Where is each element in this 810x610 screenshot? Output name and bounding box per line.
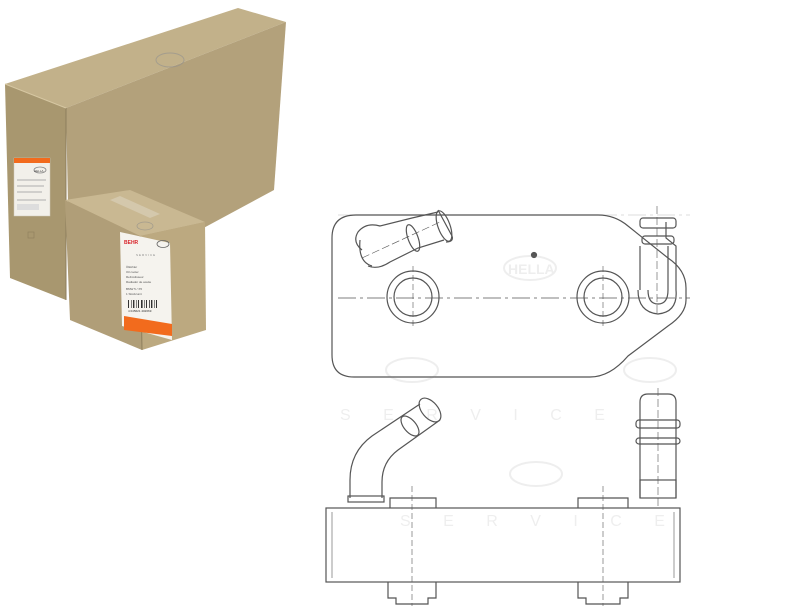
small-box-label-line: 1 Stück/unit	[126, 292, 142, 296]
service-label-text: SERVICE	[136, 253, 156, 257]
small-box-label-line: BMW 5 / X5	[126, 287, 142, 291]
watermark-service-text: S E R V I C E	[400, 513, 679, 530]
small-box-label-line: Refroidisseur	[126, 275, 144, 279]
small-box-label-line: Ölkühler	[126, 265, 137, 269]
hella-logo-icon	[155, 52, 185, 68]
hella-logo-icon	[156, 240, 170, 248]
oil-cooler-top-view-drawing	[331, 206, 690, 378]
large-box-label-logo: HELLA	[34, 169, 44, 173]
small-cardboard-box: BEHR SERVICE Ölkühler Oil cooler Refroid…	[65, 190, 206, 351]
oil-cooler-side-view-drawing	[325, 388, 681, 606]
small-box-label-line: Oil cooler	[126, 270, 139, 274]
watermark-logo-text: HELLA	[508, 261, 555, 277]
watermark-service-text: S E R V I C E	[340, 407, 619, 424]
behr-brand-text: BEHR	[124, 240, 139, 246]
barcode-icon	[128, 300, 157, 308]
small-box-label-line: Radiador de aceite	[126, 280, 152, 284]
hella-watermark: HELLA S E R V I C E S E R V I C E	[340, 255, 679, 530]
barcode-number: 4 045621 402669	[128, 309, 152, 313]
